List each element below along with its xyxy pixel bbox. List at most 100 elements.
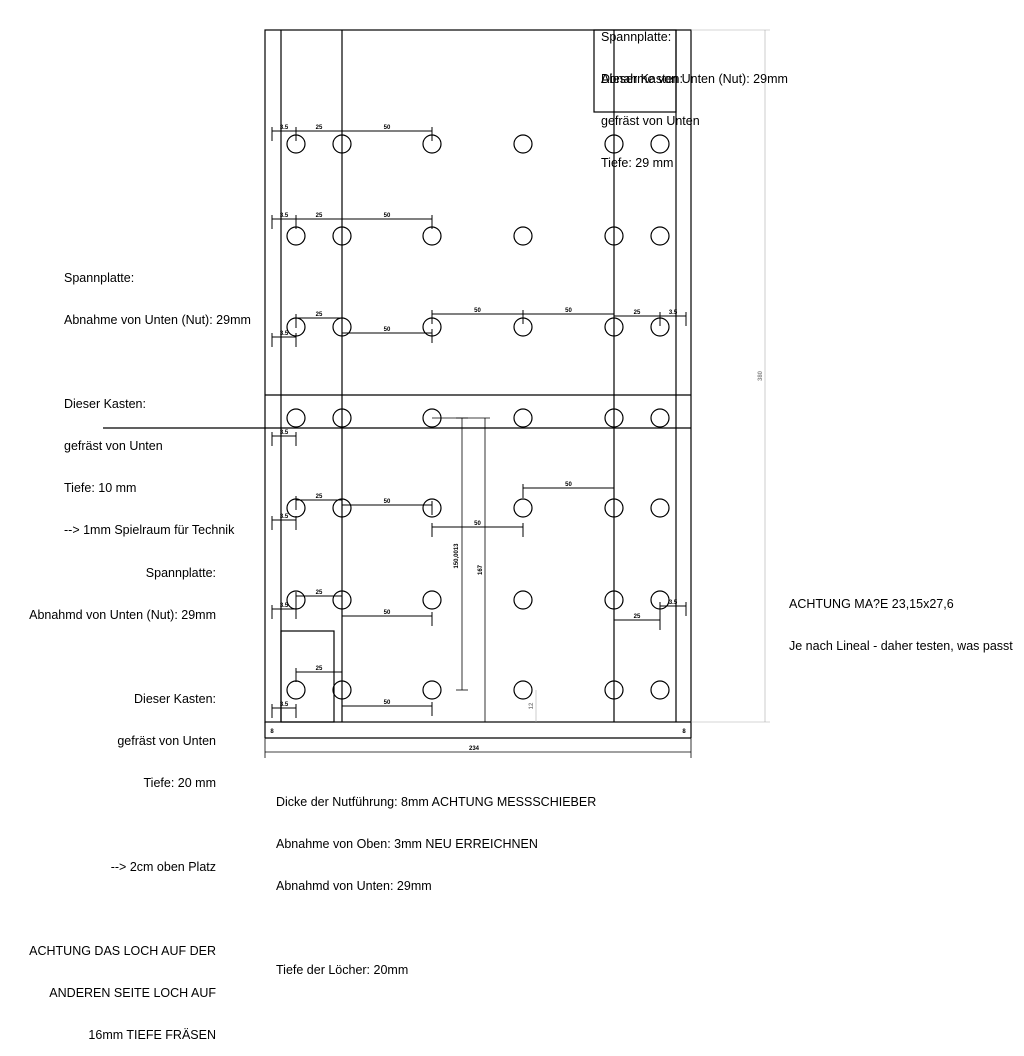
top-right-box [593, 29, 677, 113]
note-left-lower: Spannplatte: Abnahmd von Unten (Nut): 29… [29, 538, 216, 1056]
dimension-label: 25 [316, 312, 323, 318]
note-line: gefräst von Unten [117, 734, 216, 748]
dimension-label: 50 [384, 700, 391, 706]
hole [422, 226, 442, 246]
dimension-label: 3.5 [280, 702, 289, 708]
hole [604, 590, 624, 610]
note-line: Dieser Kasten: [64, 397, 146, 411]
note-line: Je nach Lineal - daher testen, was passt [789, 639, 1013, 653]
dim-234-label: 234 [469, 746, 480, 752]
hole [513, 134, 533, 154]
hole [604, 134, 624, 154]
dim-380-label: 380 [758, 370, 764, 381]
note-top-box: Dieser Kasten: gefräst von Unten Tiefe: … [601, 44, 700, 184]
hole [422, 498, 442, 518]
dim-167-label: 167 [478, 564, 484, 575]
holes-group [286, 134, 670, 700]
hole [513, 498, 533, 518]
hole [422, 680, 442, 700]
note-line: Dicke der Nutführung: 8mm ACHTUNG MESSSC… [276, 795, 597, 809]
dimension-label: 50 [384, 125, 391, 131]
hole [422, 408, 442, 428]
dim-12-label: 12 [529, 702, 535, 709]
hole [332, 590, 352, 610]
dimension-lines [271, 127, 687, 718]
note-line [29, 650, 216, 664]
note-top-right: Spannplatte: Abnahme von Unten (Nut): 29… [601, 2, 788, 100]
dim-8-right-label: 8 [682, 729, 686, 735]
dimension-label: 3.5 [280, 125, 289, 131]
dimension-label: 25 [316, 590, 323, 596]
dimension-label: 50 [474, 521, 481, 527]
note-line: --> 1mm Spielraum für Technik [64, 523, 235, 537]
dimension-label: 3.5 [280, 603, 289, 609]
note-line: Dieser Kasten: [134, 692, 216, 706]
hole [604, 498, 624, 518]
hole [513, 408, 533, 428]
note-line: ANDEREN SEITE LOCH AUF [49, 986, 216, 1000]
dimension-label: 25 [316, 494, 323, 500]
dimension-label: 50 [474, 308, 481, 314]
hole [650, 408, 670, 428]
dimension-label: 25 [316, 213, 323, 219]
hole [604, 680, 624, 700]
dimension-label: 50 [384, 327, 391, 333]
dimension-label: 3.5 [669, 310, 678, 316]
note-line: Spannplatte: [64, 271, 135, 285]
dimension-label: 25 [634, 310, 641, 316]
note-line: 16mm TIEFE FRÄSEN [88, 1028, 216, 1042]
note-line [29, 902, 216, 916]
hole [286, 408, 306, 428]
dimension-label: 50 [384, 499, 391, 505]
dimension-label: 3.5 [280, 213, 289, 219]
dimension-label: 25 [316, 666, 323, 672]
note-line [276, 921, 596, 935]
dimension-label: 3.5 [669, 600, 678, 606]
dimension-label: 3.5 [280, 514, 289, 520]
note-left-upper: Spannplatte: Abnahme von Unten (Nut): 29… [64, 243, 251, 551]
hole [513, 226, 533, 246]
dimension-label: 50 [384, 610, 391, 616]
note-right: ACHTUNG MA?E 23,15x27,6 Je nach Lineal -… [789, 569, 1013, 667]
dimension-label: 50 [565, 482, 572, 488]
hole [513, 590, 533, 610]
lower-left-box [280, 630, 335, 723]
note-line: Abnahmd von Unten (Nut): 29mm [29, 608, 216, 622]
note-line: Abnahme von Oben: 3mm NEU ERREICHNEN [276, 837, 538, 851]
note-line: Spannplatte: [601, 30, 672, 44]
note-bottom: Dicke der Nutführung: 8mm ACHTUNG MESSSC… [276, 767, 596, 991]
note-line: Tiefe: 20 mm [143, 776, 216, 790]
note-line: Abnahme von Unten (Nut): 29mm [601, 72, 788, 86]
dimension-label: 3.5 [280, 430, 289, 436]
note-line: Tiefe der Löcher: 20mm [276, 963, 409, 977]
note-line: Abnahmd von Unten: 29mm [276, 879, 432, 893]
note-line [29, 818, 216, 832]
hole [604, 226, 624, 246]
note-line [64, 355, 251, 369]
dimension-label: 3.5 [280, 331, 289, 337]
dim-8-left-label: 8 [270, 729, 274, 735]
hole [513, 680, 533, 700]
note-line: Tiefe: 29 mm [601, 156, 674, 170]
note-line: Abnahme von Unten (Nut): 29mm [64, 313, 251, 327]
hole [650, 134, 670, 154]
technical-drawing: 3.5 25 50 3.5 25 50 25 50 50 50 25 3.5 3.5 3.5 25 50 3.5… [103, 29, 770, 758]
note-line: gefräst von Unten [601, 114, 700, 128]
hole [422, 590, 442, 610]
dimension-label: 25 [634, 614, 641, 620]
dimension-label: 50 [565, 308, 572, 314]
hole [604, 408, 624, 428]
dim-150-label: 150,0013 [454, 543, 460, 569]
note-line: Spannplatte: [145, 566, 216, 580]
plate-outline [264, 29, 692, 723]
hole [650, 226, 670, 246]
note-line: --> 2cm oben Platz [110, 860, 216, 874]
hole [286, 680, 306, 700]
hole [650, 680, 670, 700]
dimension-label: 25 [316, 125, 323, 131]
dimension-label: 50 [384, 213, 391, 219]
note-line: ACHTUNG MA?E 23,15x27,6 [789, 597, 954, 611]
hole [286, 226, 306, 246]
note-line: Dieser Kasten: [601, 72, 683, 86]
hole [332, 408, 352, 428]
